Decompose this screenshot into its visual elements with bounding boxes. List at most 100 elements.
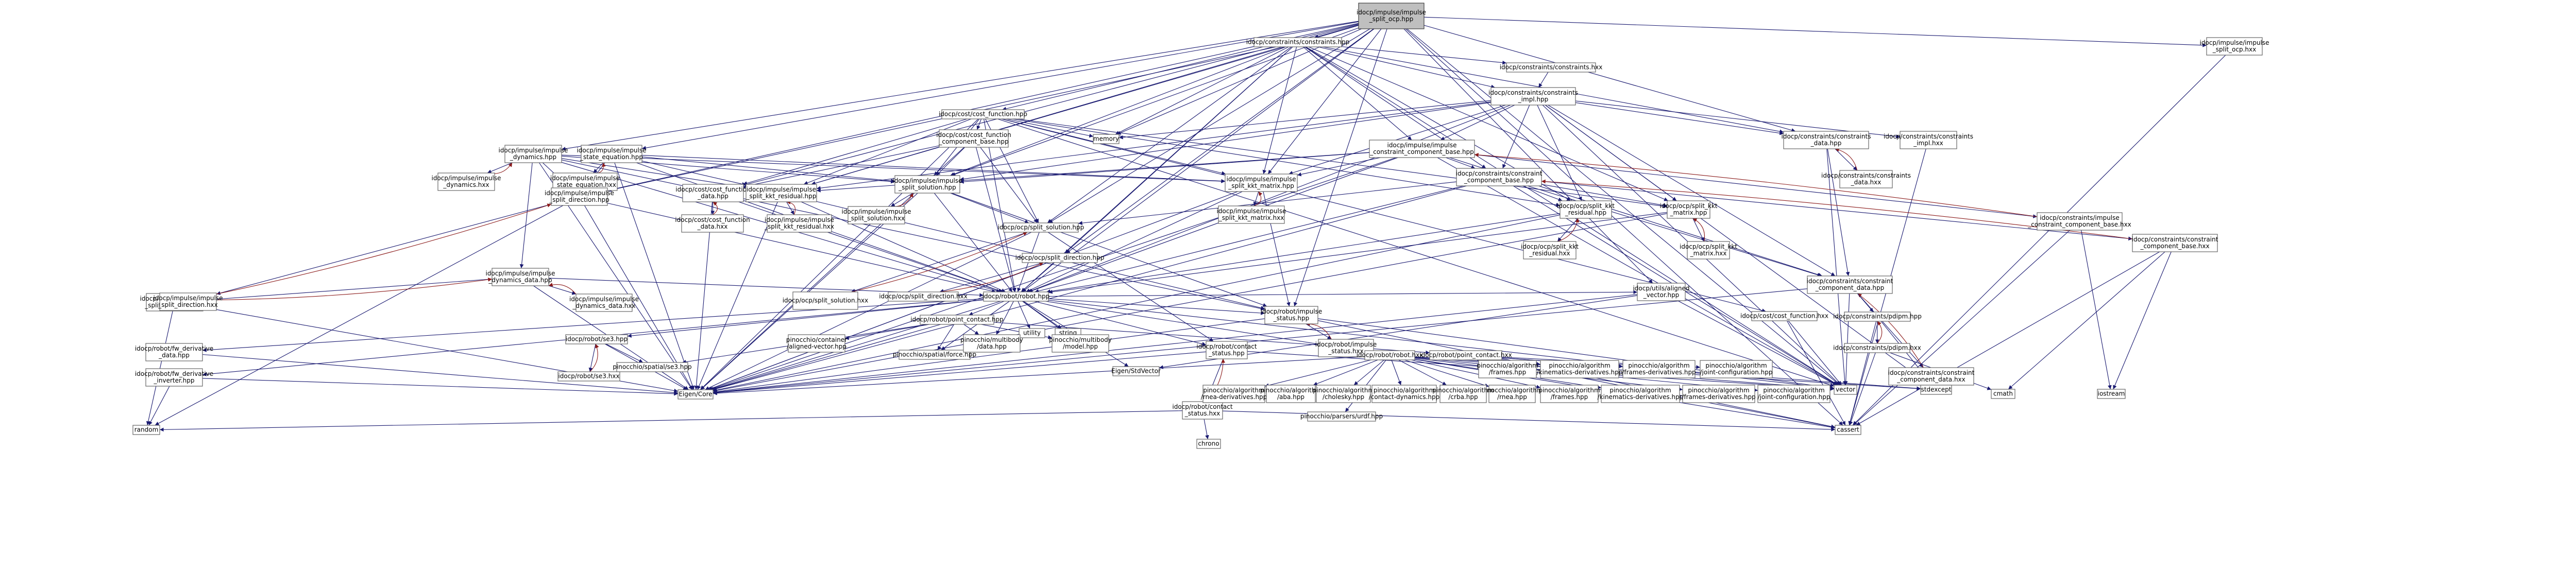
node-label: _inverter.hpp (154, 377, 195, 384)
file-node[interactable]: pinocchio/container/aligned-vector.hpp (786, 334, 847, 353)
file-node[interactable]: idocp/robot/robot.hpp (982, 291, 1050, 302)
file-node[interactable]: idocp/impulse/impulse_split_direction.hp… (545, 187, 614, 206)
node-box (159, 292, 217, 311)
file-node[interactable]: Eigen/Core (677, 389, 714, 400)
file-node[interactable]: idocp/robot/se3.hxx (557, 371, 620, 382)
file-node[interactable]: pinocchio/parsers/urdf.hpp (1300, 411, 1383, 422)
node-label: idocp/robot/robot.hxx (1357, 352, 1423, 359)
file-node[interactable]: vector (1834, 385, 1857, 395)
file-node[interactable]: idocp/impulse/impulse_dynamics_data.hxx (569, 293, 639, 312)
file-node[interactable]: random (132, 425, 160, 435)
file-node[interactable]: idocp/cost/cost_function_data.hpp (675, 184, 751, 202)
file-node[interactable]: pinocchio/algorithm/joint-configuration.… (1757, 385, 1831, 403)
file-node[interactable]: idocp/impulse/impulse_split_solution.hpp (892, 175, 962, 194)
file-node[interactable]: idocp/robot/se3.hpp (565, 334, 628, 344)
file-node[interactable]: pinocchio/algorithm/joint-configuration.… (1700, 360, 1773, 378)
file-node[interactable]: pinocchio/algorithm/frames.hpp (1477, 360, 1538, 378)
file-node[interactable]: idocp/robot/impulse_status.hxx (1315, 339, 1377, 357)
file-node[interactable]: iostream (2097, 389, 2126, 399)
file-node[interactable]: idocp/constraints/pdipm.hpp (1833, 312, 1922, 322)
file-node[interactable]: idocp/robot/contact_status.hxx (1172, 401, 1233, 420)
file-node[interactable]: idocp/robot/fw_derivative_data.hpp (135, 343, 213, 361)
node-label: pinocchio/algorithm (1763, 387, 1824, 394)
root-file-node[interactable]: idocp/impulse/impulse_split_ocp.hpp (1357, 3, 1426, 29)
node-box (1022, 253, 1098, 263)
file-node[interactable]: idocp/utils/aligned_vector.hpp (1633, 283, 1690, 301)
file-node[interactable]: pinocchio/multibody/model.hpp (1049, 334, 1112, 353)
file-node[interactable]: idocp/constraints/constraint_component_d… (1807, 275, 1893, 294)
file-node[interactable]: pinocchio/algorithm/aba.hpp (1260, 385, 1321, 403)
file-node[interactable]: pinocchio/algorithm/cholesky.hpp (1313, 385, 1374, 403)
file-node[interactable]: idocp/impulse/impulse_split_kkt_residual… (764, 214, 834, 233)
file-node[interactable]: idocp/constraints/constraints_data.hpp (1782, 131, 1871, 149)
file-node[interactable]: pinocchio/spatial/force.hpp (893, 350, 976, 360)
file-node[interactable]: idocp/constraints/constraints_impl.hxx (1884, 131, 1973, 149)
file-node[interactable]: idocp/ocp/split_direction.hpp (1015, 253, 1105, 263)
file-node[interactable]: idocp/impulse/impulse_dynamics_data.hpp (485, 268, 555, 286)
file-node[interactable]: idocp/constraints/pdipm.hxx (1833, 343, 1921, 353)
file-node[interactable]: idocp/constraints/constraint_component_b… (1456, 168, 1543, 186)
edge-n10-n11 (1446, 157, 1476, 169)
file-node[interactable]: idocp/ocp/split_kkt_matrix.hpp (1660, 200, 1718, 219)
file-node[interactable]: idocp/constraints/constraints.hxx (1500, 62, 1603, 73)
file-node[interactable]: idocp/impulse/impulse_split_direction.hx… (153, 292, 223, 311)
file-node[interactable]: memory (1093, 134, 1120, 144)
file-node[interactable]: idocp/ocp/split_direction.hxx (879, 291, 968, 302)
file-node[interactable]: idocp/impulse/impulse_state_equation.hpp (577, 145, 647, 163)
file-node[interactable]: idocp/robot/point_contact.hxx (1419, 350, 1512, 360)
file-node[interactable]: pinocchio/multibody/data.hpp (960, 334, 1023, 353)
file-node[interactable]: utility (1019, 328, 1045, 338)
file-node[interactable]: pinocchio/algorithm/rnea.hpp (1481, 385, 1543, 403)
node-label: idocp/robot/impulse (1315, 341, 1377, 348)
file-node[interactable]: chrono (1196, 439, 1221, 449)
node-box (1316, 385, 1371, 403)
file-node[interactable]: idocp/ocp/split_kkt_matrix.hxx (1680, 241, 1737, 259)
file-node[interactable]: idocp/ocp/split_solution.hxx (783, 291, 869, 310)
node-label: pinocchio/algorithm (1688, 387, 1749, 394)
file-node[interactable]: pinocchio/algorithm/frames-derivatives.h… (1622, 360, 1696, 378)
file-node[interactable]: idocp/impulse/impulse_dynamics.hpp (498, 145, 568, 163)
file-node[interactable]: pinocchio/algorithm/contact-dynamics.hpp (1369, 385, 1439, 403)
file-node[interactable]: idocp/impulse/impulse_dynamics.hxx (431, 172, 501, 191)
file-node[interactable]: idocp/ocp/split_solution.hpp (998, 222, 1084, 233)
file-node[interactable]: idocp/robot/fw_derivative_inverter.hpp (135, 368, 213, 387)
edge-n37-n40 (1048, 298, 1265, 315)
file-node[interactable]: cmath (1991, 389, 2015, 399)
file-node[interactable]: pinocchio/algorithm/rnea-derivatives.hpp (1201, 385, 1267, 403)
node-box (1839, 170, 1893, 188)
file-node[interactable]: pinocchio/algorithm/frames-derivatives.h… (1682, 385, 1756, 403)
file-node[interactable]: idocp/cost/cost_function.hxx (1740, 311, 1828, 321)
file-node[interactable]: idocp/constraints/constraint_component_d… (1888, 367, 1975, 386)
file-node[interactable]: Eigen/StdVector (1111, 366, 1161, 376)
file-node[interactable]: idocp/ocp/split_kkt_residual.hpp (1557, 200, 1615, 219)
file-node[interactable]: pinocchio/algorithm/kinematics-derivativ… (1598, 385, 1684, 403)
node-box (983, 291, 1049, 302)
file-node[interactable]: idocp/robot/point_contact.hpp (910, 315, 1004, 325)
file-node[interactable]: idocp/impulse/impulse_split_kkt_matrix.h… (1225, 174, 1298, 192)
file-node[interactable]: idocp/constraints/impulse_constraint_com… (2027, 212, 2131, 231)
file-node[interactable]: cassert (1835, 425, 1861, 435)
file-node[interactable]: idocp/ocp/split_kkt_residual.hxx (1521, 241, 1579, 259)
file-node[interactable]: pinocchio/spatial/se3.hpp (613, 362, 692, 372)
file-node[interactable]: idocp/impulse/impulse_split_kkt_residual… (745, 184, 817, 202)
file-node[interactable]: idocp/constraints/constraint_component_b… (2132, 234, 2218, 252)
file-node[interactable]: idocp/constraints/constraints_data.hxx (1821, 170, 1911, 188)
file-node[interactable]: idocp/constraints/constraints_impl.hpp (1488, 87, 1578, 106)
file-node[interactable]: pinocchio/algorithm/frames.hpp (1538, 385, 1600, 403)
file-node[interactable]: idocp/robot/contact_status.hpp (1196, 341, 1257, 359)
file-node[interactable]: stdexcept (1920, 385, 1952, 395)
edge-n0-n1 (1314, 25, 1359, 39)
file-node[interactable]: idocp/impulse/impulse_split_kkt_matrix.h… (1216, 205, 1286, 224)
file-node[interactable]: idocp/cost/cost_function_data.hxx (675, 214, 750, 233)
file-node[interactable]: idocp/cost/cost_function_component_base.… (936, 129, 1011, 148)
file-node[interactable]: idocp/constraints/constraints.hpp (1246, 37, 1350, 47)
file-node[interactable]: pinocchio/algorithm/crba.hpp (1432, 385, 1494, 403)
file-node[interactable]: idocp/impulse/impulse_constraint_compone… (1369, 140, 1475, 158)
file-node[interactable]: idocp/impulse/impulse_split_ocp.hxx (2199, 37, 2269, 56)
file-node[interactable]: idocp/impulse/impulse_split_solution.hxx (841, 206, 911, 224)
file-node[interactable]: idocp/cost/cost_function.hpp (939, 109, 1027, 119)
file-node[interactable]: idocp/robot/impulse_status.hpp (1261, 306, 1322, 324)
file-node[interactable]: idocp/robot/robot.hxx (1357, 350, 1423, 360)
file-node[interactable]: pinocchio/algorithm/kinematics-derivativ… (1537, 360, 1623, 378)
node-box (1052, 334, 1109, 353)
